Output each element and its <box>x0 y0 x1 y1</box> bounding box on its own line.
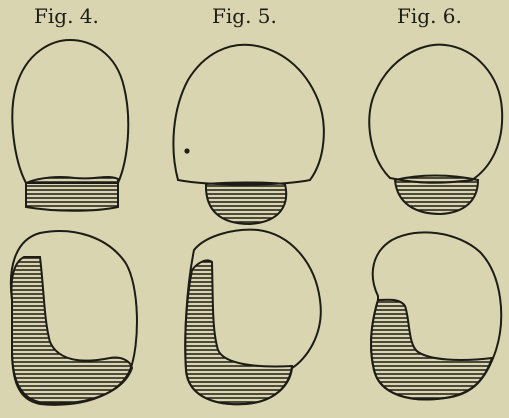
fig-4-upper-hatched-region <box>26 177 118 211</box>
fig-6-upper-hatched-region <box>395 176 478 215</box>
fig-5-dot <box>184 148 189 153</box>
fig-6-upper-outline <box>369 45 502 183</box>
fig-4-upper-cell <box>12 40 128 211</box>
fig-5-lower-cell <box>185 230 321 405</box>
fig-6-upper-cell <box>369 45 502 214</box>
fig-6-lower-hatched-region <box>371 300 492 400</box>
fig-5-upper-cell <box>173 45 323 224</box>
fig-5-upper-outline <box>173 45 323 185</box>
fig-4-lower-hatched-region <box>12 257 133 404</box>
fig-5-upper-hatched-region <box>206 183 286 225</box>
fig-5-lower-hatched-region <box>185 260 292 404</box>
fig-4-lower-cell <box>11 231 137 405</box>
fig-4-upper-outline <box>12 40 128 183</box>
fig-6-lower-cell <box>371 232 501 399</box>
